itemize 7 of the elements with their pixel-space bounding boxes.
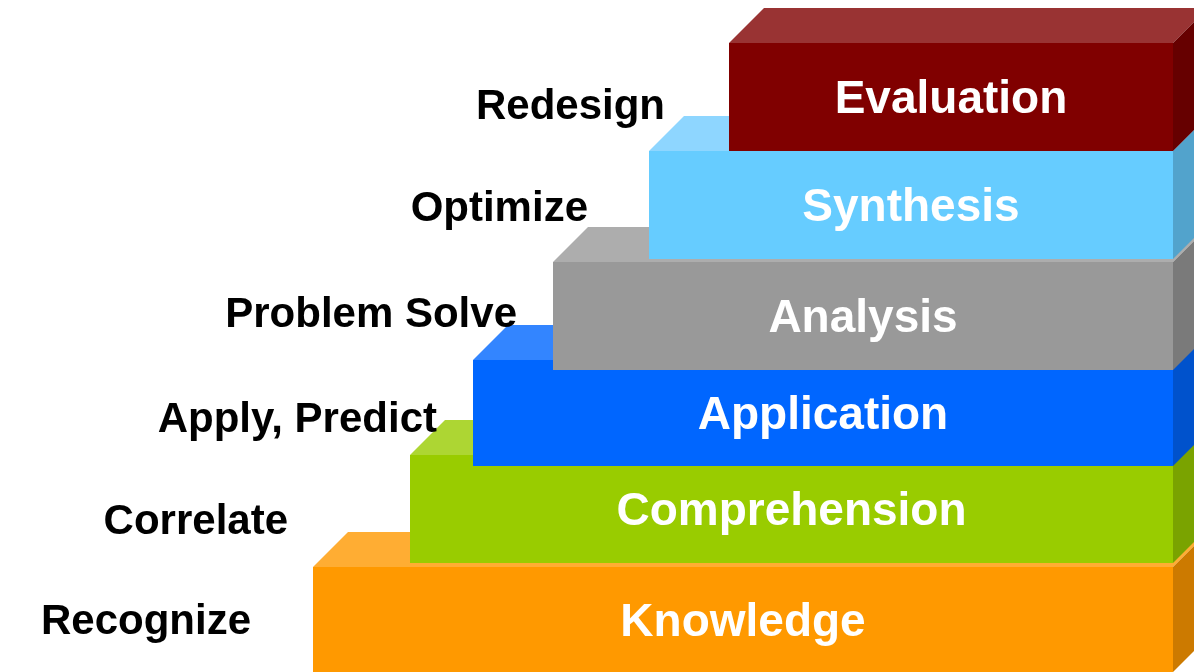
verb-label: Problem Solve (225, 292, 517, 334)
verb-label: Apply, Predict (157, 397, 437, 439)
step-title: Evaluation (834, 74, 1068, 120)
verb-label: Optimize (410, 186, 588, 228)
verb-label: Redesign (475, 84, 665, 126)
verb-label: Recognize (40, 599, 251, 641)
verb-label: Correlate (103, 499, 288, 541)
